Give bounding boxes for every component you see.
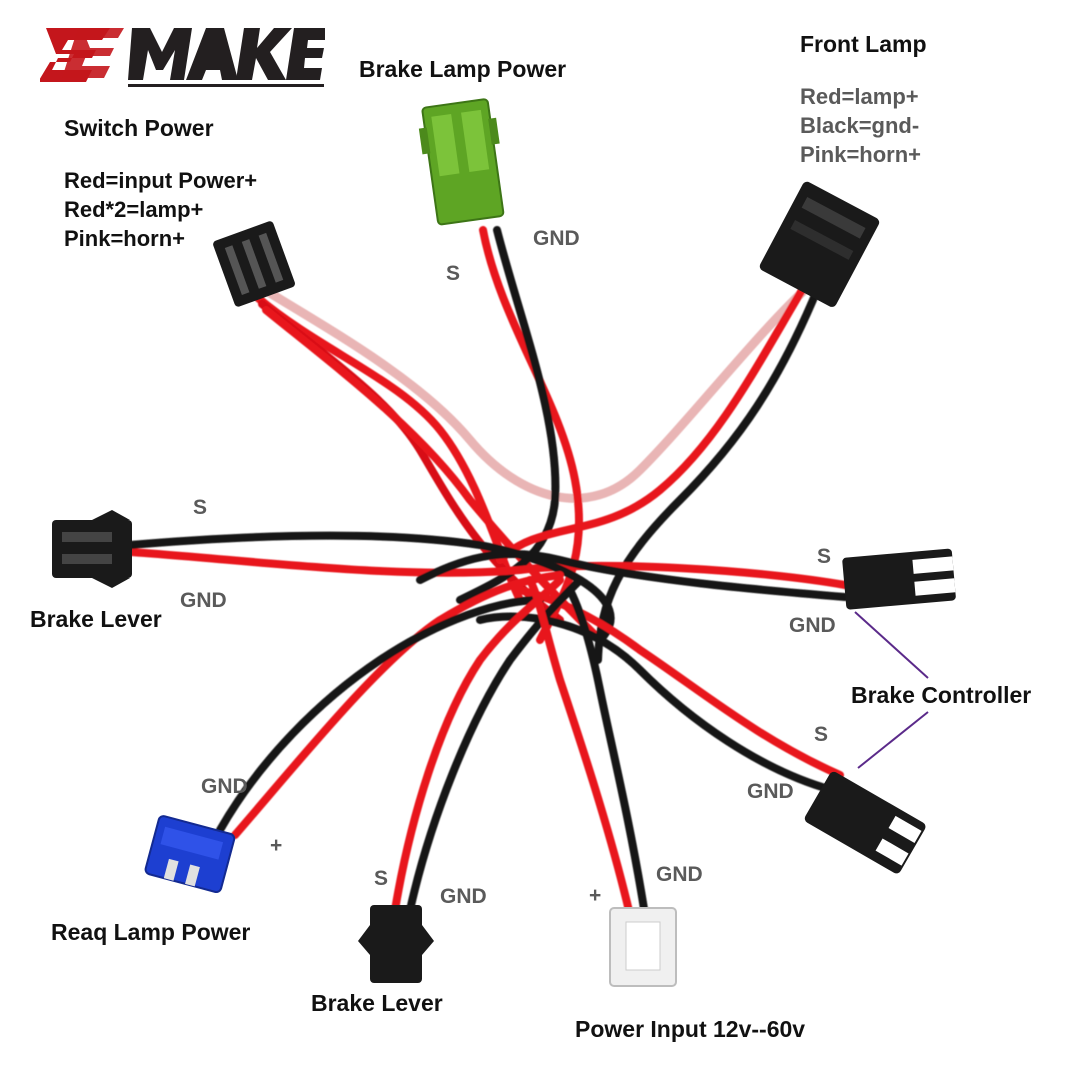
pin-label-lever-left-gnd: GND <box>180 589 227 612</box>
black-sm-connector-icon <box>52 510 132 588</box>
wire-red-lever-left <box>126 548 849 589</box>
black-sm-connector-icon <box>759 181 880 307</box>
label-brake-lever-left: Brake Lever <box>30 606 162 632</box>
logo-make-letters <box>128 28 325 80</box>
label-power-input: Power Input 12v--60v <box>575 1016 806 1042</box>
wire-red-front-lamp <box>496 276 812 564</box>
wire-black-brake-lamp <box>456 226 560 604</box>
wire-black-lever-left <box>126 531 615 644</box>
pin-label-lever-left-s: S <box>193 496 208 519</box>
blue-jst-connector-icon <box>144 815 236 894</box>
label-rear-lamp-power: Reaq Lamp Power <box>51 919 251 945</box>
zemake-logo <box>40 28 325 87</box>
black-sm-connector-icon <box>358 905 434 983</box>
pin-label-controller-top-gnd: GND <box>789 614 836 637</box>
label-switch-power-title: Switch Power <box>64 115 214 141</box>
pin-label-controller-bottom-gnd: GND <box>747 780 794 803</box>
label-brake-controller: Brake Controller <box>851 682 1032 708</box>
pin-label-rear-lamp-plus: + <box>270 834 283 857</box>
label-front-lamp-line-1: Red=lamp+ <box>800 84 919 109</box>
logo-ze-mark <box>40 28 124 82</box>
label-switch-power-line-1: Red=input Power+ <box>64 168 258 193</box>
wire-black-power-input <box>566 586 649 919</box>
leader-line-controller-bottom <box>857 711 929 769</box>
black-sm-connector-icon <box>213 221 295 307</box>
wire-black-lever-bottom <box>406 576 584 914</box>
label-front-lamp-title: Front Lamp <box>800 31 927 57</box>
wire-black-controller-top <box>416 549 849 601</box>
wire-red-controller-bottom <box>516 586 844 779</box>
wire-pink-switch-front <box>260 280 815 503</box>
label-switch-power-line-3: Pink=horn+ <box>64 226 186 251</box>
label-front-lamp-line-3: Pink=horn+ <box>800 142 922 167</box>
label-front-lamp-line-2: Black=gnd- <box>800 113 920 138</box>
label-brake-lever-bottom: Brake Lever <box>311 990 443 1016</box>
black-sm-connector-icon <box>842 548 956 610</box>
pin-label-controller-top-s: S <box>817 545 832 568</box>
label-brake-lamp-power: Brake Lamp Power <box>359 56 567 82</box>
black-sm-connector-icon <box>804 771 926 874</box>
pin-label-brake-lamp-s: S <box>446 262 461 285</box>
label-switch-power-line-2: Red*2=lamp+ <box>64 197 204 222</box>
pin-label-lever-bottom-gnd: GND <box>440 885 487 908</box>
wire-red-lever-bottom <box>391 576 564 914</box>
pin-label-power-plus: + <box>589 884 602 907</box>
pin-label-lever-bottom-s: S <box>374 867 389 890</box>
wire-black-rear-lamp <box>216 596 544 834</box>
wire-black-controller-bottom <box>476 612 836 794</box>
logo-underline <box>128 84 324 87</box>
pin-label-controller-bottom-s: S <box>814 723 829 746</box>
pin-label-rear-lamp-gnd: GND <box>201 775 248 798</box>
green-jst-connector-icon <box>418 98 505 226</box>
white-jst-connector-icon <box>609 907 677 987</box>
leader-line-controller-top <box>854 611 929 679</box>
wire-red-power-input <box>526 576 634 919</box>
pin-label-power-gnd: GND <box>656 863 703 886</box>
pin-label-brake-lamp-gnd: GND <box>533 227 580 250</box>
